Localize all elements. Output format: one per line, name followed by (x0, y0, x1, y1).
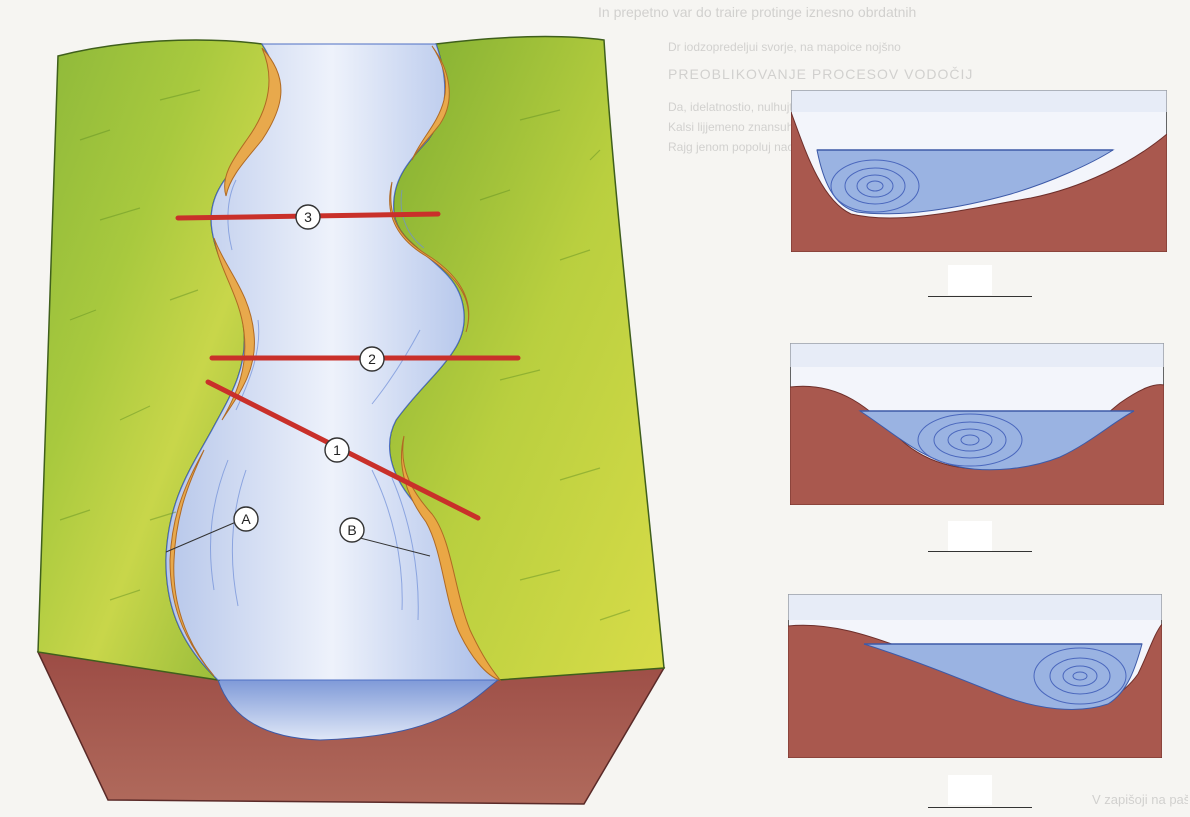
answer-line-2 (928, 551, 1032, 552)
label-1: 1 (333, 442, 341, 458)
profile-deep-center (790, 343, 1164, 505)
label-3: 3 (304, 209, 312, 225)
answer-box-1[interactable] (948, 265, 992, 295)
label-a: A (241, 511, 251, 527)
label-b: B (347, 522, 356, 538)
answer-line-3 (928, 807, 1032, 808)
profile-deep-left (791, 90, 1167, 252)
profile-deep-right (788, 594, 1162, 758)
label-2: 2 (368, 351, 376, 367)
answer-box-2[interactable] (948, 521, 992, 551)
answer-line-1 (928, 296, 1032, 297)
answer-box-3[interactable] (948, 775, 992, 805)
